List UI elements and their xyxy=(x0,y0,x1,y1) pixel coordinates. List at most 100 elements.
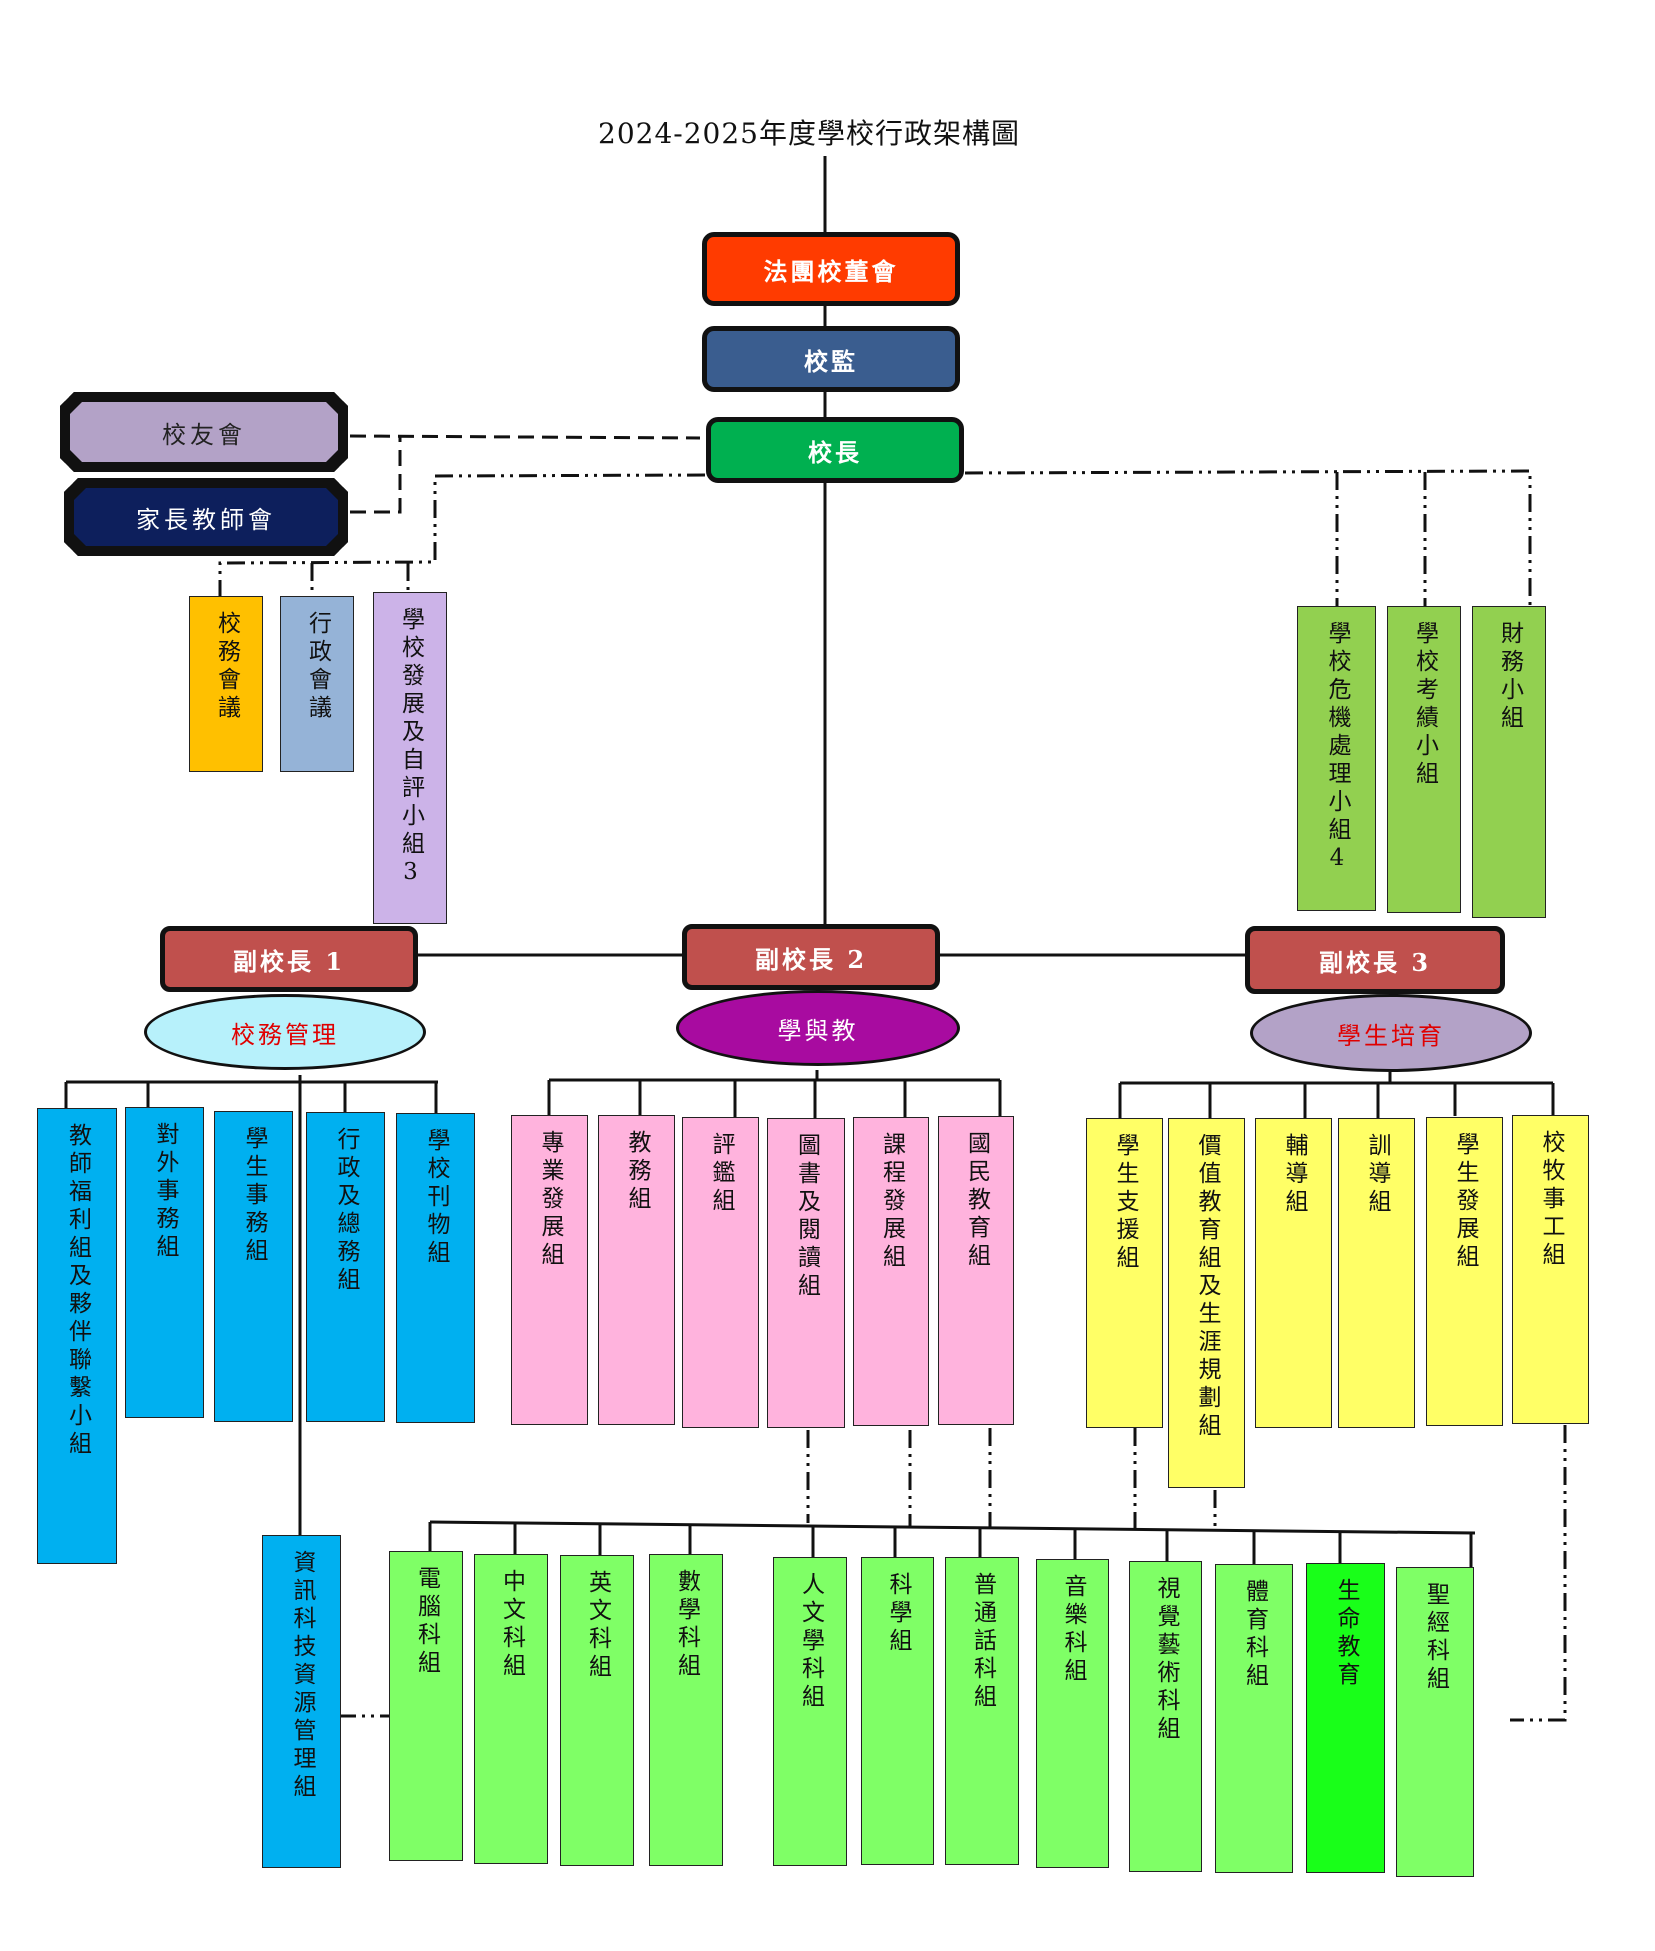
domain-admin-ellipse[interactable]: 校務管理 xyxy=(144,994,426,1070)
student-group-label: 學生支援組 xyxy=(1112,1133,1138,1273)
subject-group-label: 體育科組 xyxy=(1241,1579,1268,1691)
learning-group-label: 課程發展組 xyxy=(878,1132,905,1272)
learning-group-box[interactable]: 評鑑組 xyxy=(682,1117,759,1428)
subject-group-box[interactable]: 科學組 xyxy=(861,1557,934,1865)
subject-group-box[interactable]: 人文學科組 xyxy=(773,1557,847,1866)
student-group-box[interactable]: 學生支援組 xyxy=(1086,1118,1163,1428)
subject-group-label: 電腦科組 xyxy=(413,1566,440,1678)
vice-principal-2-label: 副校長 2 xyxy=(754,944,868,974)
subject-group-box[interactable]: 普通話科組 xyxy=(945,1557,1019,1865)
admin-group-label: 學生事務組 xyxy=(241,1126,267,1266)
subject-group-box[interactable]: 視覺藝術科組 xyxy=(1129,1561,1202,1872)
finance-group-label: 財務小組 xyxy=(1496,621,1523,733)
alumni-link xyxy=(349,434,701,440)
board-label: 法團校董會 xyxy=(763,256,899,286)
student-group-box[interactable]: 校牧事工組 xyxy=(1512,1115,1589,1424)
subject-group-label: 科學組 xyxy=(885,1572,911,1656)
domain-student-label: 學生培育 xyxy=(1337,1021,1445,1050)
learning-group-label: 圖書及閱讀組 xyxy=(793,1133,820,1301)
subject-bus xyxy=(429,1520,1476,1535)
learning-group-box[interactable]: 課程發展組 xyxy=(853,1117,929,1426)
school-meeting-label: 校務會議 xyxy=(213,611,240,723)
board-box[interactable]: 法團校董會 xyxy=(702,232,960,306)
student-group-label: 學生發展組 xyxy=(1452,1132,1478,1272)
appraisal-group-box[interactable]: 學校考績小組 xyxy=(1387,606,1461,913)
subject-group-label: 聖經科組 xyxy=(1422,1582,1449,1694)
admin-group-label: 學校刊物組 xyxy=(423,1128,449,1268)
it-group-box[interactable]: 資訊科技資源管理組 xyxy=(262,1535,341,1868)
admin-meeting-box[interactable]: 行政會議 xyxy=(280,596,354,772)
subject-group-box[interactable]: 數學科組 xyxy=(649,1554,723,1866)
vice-principal-2-box[interactable]: 副校長 2 xyxy=(682,924,940,990)
subject-group-label: 音樂科組 xyxy=(1060,1574,1086,1686)
admin-group-box[interactable]: 學生事務組 xyxy=(214,1111,293,1422)
subject-group-label: 英文科組 xyxy=(584,1570,611,1682)
admin-meeting-label: 行政會議 xyxy=(304,611,331,723)
self-eval-label: 學校發展及自評小組3 xyxy=(397,607,424,890)
chart-title: 2024-2025年度學校行政架構圖 xyxy=(598,117,1020,150)
subject-group-label: 普通話科組 xyxy=(969,1572,996,1712)
student-group-label: 價值教育組及生涯規劃組 xyxy=(1194,1133,1220,1441)
crisis-group-label: 學校危機處理小組4 xyxy=(1324,621,1350,876)
learning-group-label: 國民教育組 xyxy=(963,1131,990,1271)
subject-group-box[interactable]: 音樂科組 xyxy=(1036,1559,1109,1868)
subject-group-box[interactable]: 體育科組 xyxy=(1215,1564,1293,1873)
subject-group-box[interactable]: 中文科組 xyxy=(474,1554,548,1864)
crisis-group-box[interactable]: 學校危機處理小組4 xyxy=(1297,606,1376,911)
alumni-box[interactable]: 校友會 xyxy=(60,392,348,472)
pastoral-link xyxy=(1510,1425,1567,1722)
admin-group-box[interactable]: 行政及總務組 xyxy=(306,1112,385,1422)
pta-link xyxy=(350,436,402,514)
subject-group-label: 數學科組 xyxy=(673,1569,700,1681)
subject-group-label: 中文科組 xyxy=(498,1569,525,1681)
learning-group-label: 評鑑組 xyxy=(708,1132,734,1216)
admin-group-box[interactable]: 學校刊物組 xyxy=(396,1113,475,1423)
admin-group-label: 行政及總務組 xyxy=(333,1127,359,1295)
learning-group-box[interactable]: 國民教育組 xyxy=(938,1116,1014,1425)
admin-group-box[interactable]: 對外事務組 xyxy=(125,1107,204,1418)
subject-group-box[interactable]: 聖經科組 xyxy=(1396,1567,1474,1877)
learning-group-label: 教務組 xyxy=(624,1130,650,1214)
school-meeting-box[interactable]: 校務會議 xyxy=(189,596,263,772)
life-education-box[interactable]: 生命教育 xyxy=(1306,1563,1385,1873)
subject-group-label: 人文學科組 xyxy=(797,1572,824,1712)
supervisor-label: 校監 xyxy=(804,346,858,376)
subject-group-box[interactable]: 電腦科組 xyxy=(389,1551,463,1861)
self-eval-box[interactable]: 學校發展及自評小組3 xyxy=(373,592,447,924)
domain-admin-label: 校務管理 xyxy=(231,1020,339,1049)
alumni-label: 校友會 xyxy=(162,420,246,449)
vice-principal-1-box[interactable]: 副校長 1 xyxy=(160,926,418,992)
domain-learning-ellipse[interactable]: 學與教 xyxy=(676,990,960,1066)
vice-principal-3-label: 副校長 3 xyxy=(1318,947,1432,977)
learning-group-box[interactable]: 圖書及閱讀組 xyxy=(767,1118,845,1428)
learning-group-box[interactable]: 教務組 xyxy=(598,1115,675,1425)
vice-principal-3-box[interactable]: 副校長 3 xyxy=(1245,926,1505,994)
vice-principal-1-label: 副校長 1 xyxy=(232,946,346,976)
learning-group-label: 專業發展組 xyxy=(537,1130,563,1270)
subject-group-label: 視覺藝術科組 xyxy=(1153,1576,1179,1744)
student-group-label: 訓導組 xyxy=(1364,1133,1390,1217)
learning-group-box[interactable]: 專業發展組 xyxy=(511,1115,588,1425)
subject-group-box[interactable]: 英文科組 xyxy=(560,1555,634,1866)
student-group-box[interactable]: 學生發展組 xyxy=(1426,1117,1503,1426)
finance-group-box[interactable]: 財務小組 xyxy=(1472,606,1546,918)
admin-group-box[interactable]: 教師福利組及夥伴聯繫小組 xyxy=(37,1108,117,1564)
supervisor-box[interactable]: 校監 xyxy=(702,326,960,392)
domain-learning-label: 學與教 xyxy=(777,1016,859,1045)
pta-box[interactable]: 家長教師會 xyxy=(64,478,348,556)
domain-student-ellipse[interactable]: 學生培育 xyxy=(1250,994,1532,1072)
pta-label: 家長教師會 xyxy=(136,505,276,534)
principal-label: 校長 xyxy=(808,437,862,467)
appraisal-group-label: 學校考績小組 xyxy=(1411,621,1438,789)
student-group-label: 輔導組 xyxy=(1281,1133,1307,1217)
admin-group-label: 對外事務組 xyxy=(152,1122,178,1262)
student-group-box[interactable]: 輔導組 xyxy=(1255,1118,1332,1428)
student-group-box[interactable]: 價值教育組及生涯規劃組 xyxy=(1168,1118,1245,1488)
student-group-box[interactable]: 訓導組 xyxy=(1338,1118,1415,1428)
council-link xyxy=(218,473,706,596)
committee-link xyxy=(964,469,1532,606)
student-group-label: 校牧事工組 xyxy=(1538,1130,1564,1270)
principal-box[interactable]: 校長 xyxy=(706,417,964,483)
